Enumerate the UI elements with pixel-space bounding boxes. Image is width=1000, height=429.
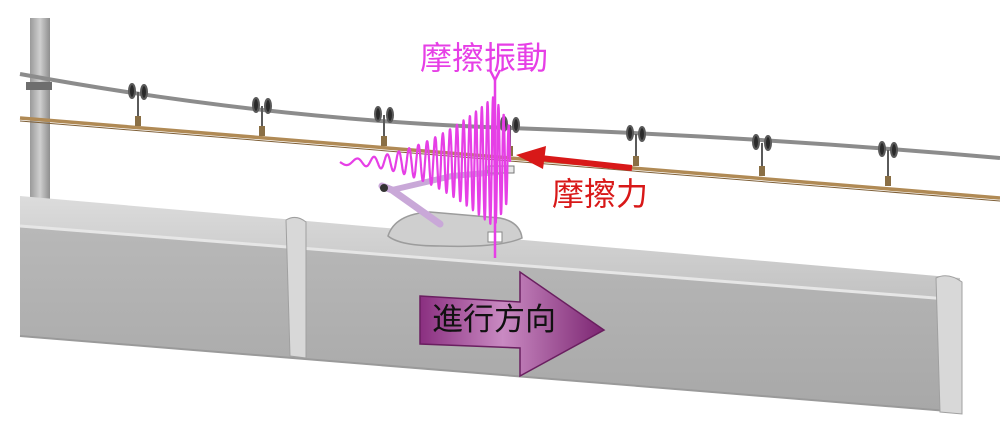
hanger xyxy=(128,83,148,126)
support-pole xyxy=(30,18,50,200)
arrow-right-icon xyxy=(419,270,606,378)
car-joint xyxy=(285,216,307,359)
car-bottom-edge xyxy=(19,335,961,413)
vibration-wave xyxy=(339,96,512,225)
hanger xyxy=(252,97,272,136)
hanger xyxy=(374,106,394,146)
hanger xyxy=(878,141,898,186)
vibration-leader-line xyxy=(488,69,502,83)
car-roof-edge xyxy=(19,224,961,302)
car-roof xyxy=(20,196,960,300)
hanger xyxy=(626,125,646,166)
pole-bracket xyxy=(26,82,52,90)
direction-of-travel-label: 進行方向 xyxy=(432,302,556,338)
arrow-left-icon xyxy=(516,146,633,171)
hanger xyxy=(752,134,772,176)
pantograph-knuckle xyxy=(380,184,388,192)
hanger-group xyxy=(128,83,898,186)
friction-force-label: 摩擦力 xyxy=(552,175,649,213)
car-joint xyxy=(935,275,963,415)
friction-vibration-label: 摩擦振動 xyxy=(420,39,549,77)
